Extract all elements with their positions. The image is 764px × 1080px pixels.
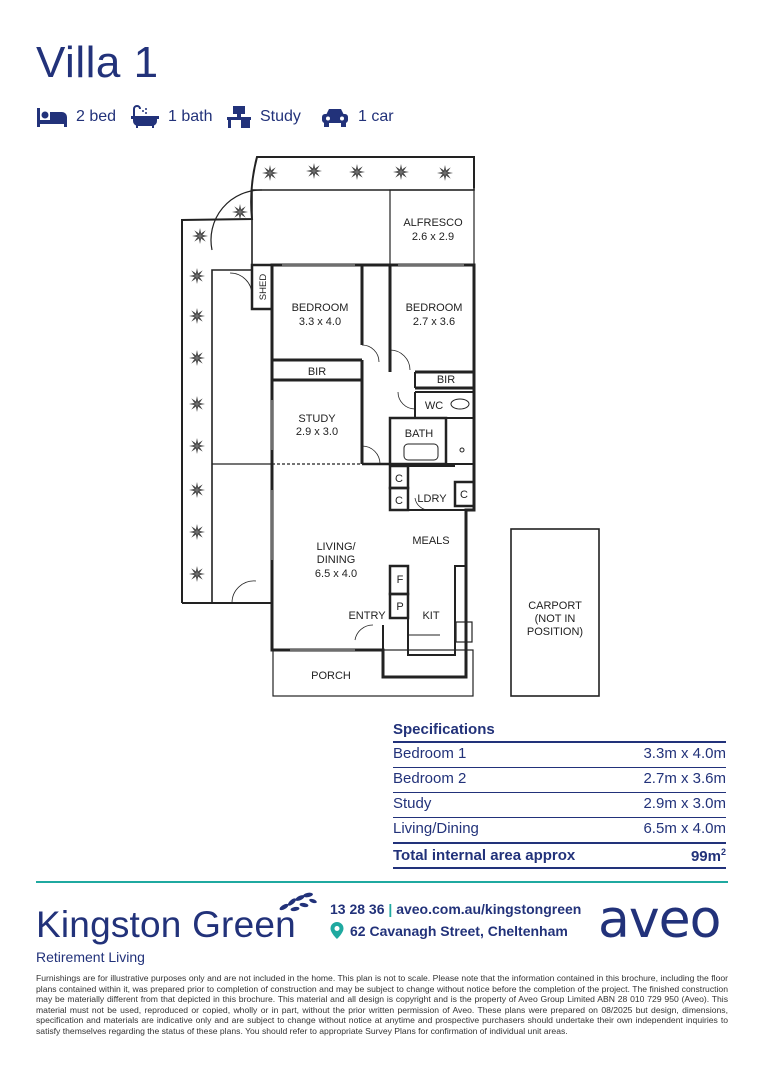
spec-label: Bedroom 2 <box>393 770 467 787</box>
location-pin-icon <box>330 922 344 939</box>
living-size: 6.5 x 4.0 <box>315 568 357 580</box>
spec-value: 3.3m x 4.0m <box>643 745 726 762</box>
brand-name: Kingston Green <box>36 904 296 945</box>
bath-label: BATH <box>405 428 434 440</box>
shrub-icon <box>189 396 205 412</box>
address-text: 62 Cavanagh Street, Cheltenham <box>350 922 568 939</box>
bedroom1-label: BEDROOM <box>292 302 349 314</box>
bed-icon <box>37 108 67 127</box>
feature-study: Study <box>226 102 301 132</box>
study-size: 2.9 x 3.0 <box>296 426 338 438</box>
spec-rule <box>393 817 726 818</box>
desk-icon <box>227 106 251 128</box>
shrub-icon <box>189 438 205 454</box>
spec-total-label: Total internal area approx <box>393 847 576 864</box>
bath-icon <box>131 105 159 128</box>
study-label: STUDY <box>298 413 336 425</box>
spec-rule <box>393 741 726 743</box>
entry-label: ENTRY <box>348 610 386 622</box>
feature-bath-label: 1 bath <box>168 108 213 125</box>
address-line: 62 Cavanagh Street, Cheltenham <box>330 922 568 939</box>
page-title: Villa 1 <box>36 38 159 87</box>
shrub-icon <box>189 482 205 498</box>
feature-bed: 2 bed <box>36 102 116 132</box>
spec-value: 2.7m x 3.6m <box>643 770 726 787</box>
shrub-icon <box>189 350 205 366</box>
cupboard-label-1: C <box>395 473 403 485</box>
shrub-icon <box>262 165 278 181</box>
shrub-icon <box>232 204 248 220</box>
shrub-icon <box>189 524 205 540</box>
disclaimer: Furnishings are for illustrative purpose… <box>36 973 728 1036</box>
spec-total-sup: 2 <box>720 847 726 857</box>
bir-label-1: BIR <box>308 366 326 378</box>
spec-row: Study 2.9m x 3.0m <box>393 795 726 812</box>
spec-rule <box>393 867 726 869</box>
shrub-icon <box>189 308 205 324</box>
shrub-icon <box>437 165 453 181</box>
floor-plan: ALFRESCO 2.6 x 2.9 SHED BEDROOM 3.3 x 4.… <box>181 156 600 697</box>
meals-label: MEALS <box>412 535 449 547</box>
feature-car-label: 1 car <box>358 108 394 125</box>
spec-row: Bedroom 2 2.7m x 3.6m <box>393 770 726 787</box>
feature-bath: 1 bath <box>130 102 212 132</box>
spec-total-row: Total internal area approx 99m2 <box>393 847 726 865</box>
fridge-label: F <box>397 574 404 586</box>
alfresco-size: 2.6 x 2.9 <box>412 231 454 243</box>
spec-row: Bedroom 1 3.3m x 4.0m <box>393 745 726 762</box>
footer-divider <box>36 881 728 883</box>
leaf-logo-icon <box>279 892 317 912</box>
feature-car: 1 car <box>320 102 394 132</box>
spec-total-value: 99m2 <box>691 847 726 865</box>
living-label-1: LIVING/ <box>316 541 356 553</box>
contact-line: 13 28 36 | aveo.com.au/kingstongreen <box>330 901 581 917</box>
garden-shrubs <box>189 163 453 582</box>
contact-separator: | <box>388 901 393 917</box>
cupboard-label-2: C <box>395 495 403 507</box>
phone-number[interactable]: 13 28 36 <box>330 901 385 917</box>
shrub-icon <box>189 268 205 284</box>
carport-label-2: (NOT IN <box>535 613 576 625</box>
cupboard-label-3: C <box>460 489 468 501</box>
specifications-title: Specifications <box>393 721 495 738</box>
wc-label: WC <box>425 400 443 412</box>
spec-value: 2.9m x 3.0m <box>643 795 726 812</box>
spec-label: Study <box>393 795 432 812</box>
spec-total-number: 99m <box>690 848 721 865</box>
pantry-label: P <box>396 601 403 613</box>
shed-label: SHED <box>258 274 269 301</box>
feature-bed-label: 2 bed <box>76 108 117 125</box>
spec-value: 6.5m x 4.0m <box>643 820 726 837</box>
spec-rule <box>393 792 726 793</box>
website-link[interactable]: aveo.com.au/kingstongreen <box>396 901 582 917</box>
feature-study-label: Study <box>260 108 301 125</box>
kitchen-label: KIT <box>422 610 439 622</box>
spec-rule <box>393 842 726 844</box>
shrub-icon <box>192 228 208 244</box>
alfresco-label: ALFRESCO <box>403 217 463 229</box>
spec-label: Bedroom 1 <box>393 745 467 762</box>
carport-label-1: CARPORT <box>528 600 582 612</box>
shrub-icon <box>189 566 205 582</box>
spec-rule <box>393 767 726 768</box>
porch-label: PORCH <box>311 670 351 682</box>
bedroom2-size: 2.7 x 3.6 <box>413 316 455 328</box>
bir-label-2: BIR <box>437 374 455 386</box>
car-icon <box>322 109 348 127</box>
shrub-icon <box>393 164 409 180</box>
bedroom2-label: BEDROOM <box>406 302 463 314</box>
spec-label: Living/Dining <box>393 820 479 837</box>
aveo-logo: aveo <box>598 890 721 950</box>
shrub-icon <box>306 163 322 179</box>
bedroom1-size: 3.3 x 4.0 <box>299 316 341 328</box>
living-label-2: DINING <box>317 554 356 566</box>
spec-row: Living/Dining 6.5m x 4.0m <box>393 820 726 837</box>
brand-subtitle: Retirement Living <box>36 949 145 965</box>
carport-label-3: POSITION) <box>527 626 583 638</box>
shrub-icon <box>349 164 365 180</box>
laundry-label: LDRY <box>417 493 447 505</box>
